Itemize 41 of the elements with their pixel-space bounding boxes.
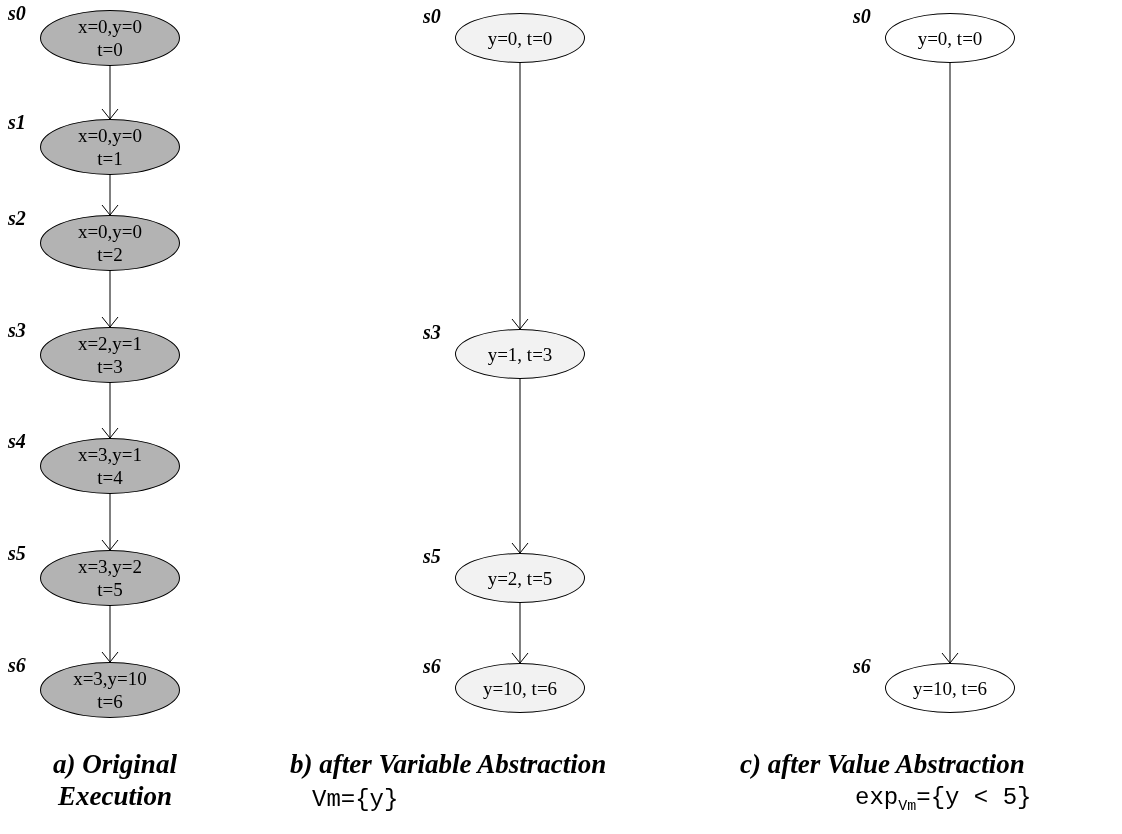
arrow (511, 62, 529, 330)
state-name: s1 (8, 111, 26, 134)
state-values: x=0,y=0 t=1 (76, 124, 144, 170)
arrow (101, 605, 119, 663)
state-values: x=2,y=1 t=3 (76, 332, 144, 378)
state-values: y=2, t=5 (486, 566, 554, 590)
state-name: s4 (8, 430, 26, 453)
state-name: s6 (853, 655, 871, 678)
state-name: s0 (8, 2, 26, 25)
arrow (101, 382, 119, 439)
panel-caption: b) after Variable Abstraction (290, 748, 608, 780)
state-name: s3 (8, 319, 26, 342)
state-values: y=1, t=3 (486, 342, 554, 366)
state-name: s0 (853, 5, 871, 28)
state-name: s2 (8, 207, 26, 230)
arrow (511, 602, 529, 664)
state-values: y=0, t=0 (486, 26, 554, 50)
arrow (941, 62, 959, 664)
panel-caption: a) Original Execution (52, 748, 178, 812)
state-name: s6 (8, 654, 26, 677)
abstraction-expression: exp$_{Vm}$={y < 5} (855, 784, 1032, 815)
state-values: x=0,y=0 t=2 (76, 220, 144, 266)
state-values: y=10, t=6 (911, 676, 989, 700)
state-values: y=10, t=6 (481, 676, 559, 700)
state-values: x=0,y=0 t=0 (76, 15, 144, 61)
state-values: x=3,y=1 t=4 (76, 443, 144, 489)
state-name: s5 (423, 545, 441, 568)
state-name: s5 (8, 542, 26, 565)
state-values: y=0, t=0 (916, 26, 984, 50)
state-name: s3 (423, 321, 441, 344)
arrow (511, 378, 529, 554)
arrow (101, 270, 119, 328)
arrow (101, 493, 119, 551)
state-name: s6 (423, 655, 441, 678)
arrow (101, 65, 119, 120)
state-values: x=3,y=10 t=6 (72, 667, 148, 713)
arrow (101, 174, 119, 216)
state-values: x=3,y=2 t=5 (76, 555, 144, 601)
abstraction-expression: Vm={y} (312, 786, 399, 813)
state-name: s0 (423, 5, 441, 28)
panel-caption: c) after Value Abstraction (740, 748, 1026, 780)
